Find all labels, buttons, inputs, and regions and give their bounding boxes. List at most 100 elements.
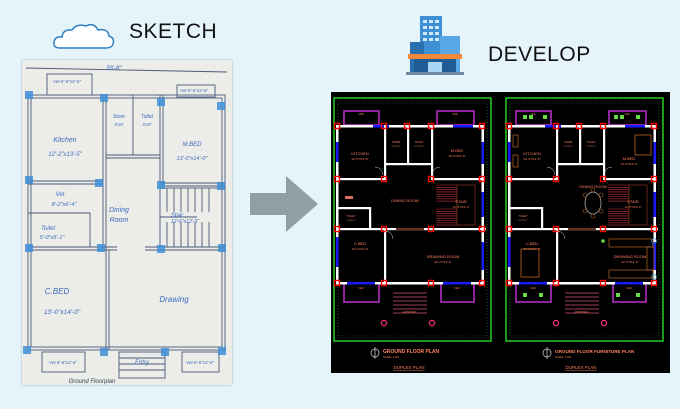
label-veranda: VER <box>454 287 459 290</box>
column <box>575 122 583 130</box>
column-footing <box>428 319 436 327</box>
landscape-hatch <box>337 102 488 337</box>
column <box>380 225 388 233</box>
dining-chair <box>590 187 596 193</box>
wall <box>556 125 559 180</box>
label-stair-size: 12'-6"X12'-3" <box>624 205 641 209</box>
column-marker <box>218 347 226 355</box>
sink <box>345 196 353 199</box>
column-marker <box>157 98 165 106</box>
wall <box>336 282 484 285</box>
column <box>505 225 513 233</box>
column <box>427 279 435 287</box>
label-veranda: Vet 8'-6"x3'-6" <box>180 88 208 93</box>
plant <box>614 115 618 119</box>
label-entryway: ENTRYWAY <box>403 311 417 314</box>
label-veranda: Vet 8'-6"x3'-6" <box>53 79 81 84</box>
label-drawing: Drawing <box>159 295 189 304</box>
column <box>427 175 435 183</box>
window <box>653 242 656 270</box>
window <box>508 142 511 162</box>
plan-title: GROUND FLOOR FURNITURE PLAN <box>555 349 635 354</box>
plant <box>543 115 547 119</box>
plant <box>636 115 640 119</box>
column <box>599 225 607 233</box>
door-opening <box>568 228 596 231</box>
label-veranda-size: 8'-2"x6'-4" <box>52 202 78 208</box>
column-marker <box>161 348 169 356</box>
label-stair-size: 12'-6"x12'-3" <box>171 219 199 225</box>
develop-heading: DEVELOP <box>488 43 591 66</box>
label-toilet-size: 5'x9' <box>143 122 152 127</box>
stair-landing <box>628 184 648 226</box>
building-icon <box>406 16 464 75</box>
landscape-hatch <box>509 102 660 337</box>
label-store-size: 5'-0"X9'-0" <box>563 146 573 148</box>
wall <box>336 207 371 210</box>
column <box>333 122 341 130</box>
label-cbed: C.BED <box>526 241 538 246</box>
column-marker <box>100 94 108 102</box>
column-marker <box>25 244 33 252</box>
door-swing <box>431 166 441 176</box>
label-dining: Room <box>110 217 129 224</box>
veranda <box>181 351 220 373</box>
label-store: Store <box>113 114 125 120</box>
label-mbed-size: 13'-0"X14'-0" <box>448 154 465 158</box>
label-cbed-size: 13'-0"X14'-0" <box>523 247 540 251</box>
column-marker <box>97 244 105 252</box>
column <box>599 279 607 287</box>
label-stair: STAIR <box>455 199 467 204</box>
plan-subtitle: DUPLEX PLAN <box>393 365 424 370</box>
column-marker <box>217 102 225 110</box>
label-veranda: VER <box>358 287 363 290</box>
column <box>333 225 341 233</box>
label-kitchen: KITCHEN <box>523 151 541 156</box>
plant <box>616 293 620 297</box>
label-drawing-room-size: 22'-2"X14'-0" <box>434 260 451 264</box>
lamp <box>651 238 657 244</box>
column-marker <box>218 244 226 252</box>
label-entryway: ENTRYWAY <box>575 311 589 314</box>
label-veranda: Vet 8'-6"x3'-6" <box>49 360 77 365</box>
door-swing <box>556 230 566 240</box>
wall <box>384 228 387 283</box>
dimension-label: 33'-8" <box>106 66 121 72</box>
column-marker <box>25 91 33 99</box>
plan-scale: SCALE: 1:100 <box>383 356 399 359</box>
column <box>478 122 486 130</box>
stair-outline <box>159 187 226 248</box>
column <box>650 122 658 130</box>
wall <box>603 125 606 180</box>
column <box>403 122 411 130</box>
label-veranda: VER <box>452 113 457 116</box>
column-footing <box>600 319 608 327</box>
label-entry: Entry <box>135 360 150 366</box>
caption-ground-floorplan: Ground Floorplan <box>69 379 116 385</box>
bed <box>634 134 652 156</box>
wall <box>431 125 434 180</box>
label-store: STORE <box>564 141 573 144</box>
column <box>552 122 560 130</box>
wall <box>336 125 339 284</box>
window <box>625 125 645 128</box>
arrow-right-icon <box>250 176 318 232</box>
label-dining: Dining <box>109 207 129 214</box>
label-store: STORE <box>392 141 401 144</box>
window <box>481 192 484 217</box>
cad-panel-furniture-plan: KITCHEN12'-2"X13'-5"STORE5'-0"X9'-0"TOIL… <box>505 97 664 370</box>
label-mbed: M.BED <box>182 142 202 148</box>
column-marker <box>23 346 31 354</box>
label-store-size: 5'x9' <box>115 122 124 127</box>
sofa <box>608 269 654 279</box>
door-swing <box>603 166 613 176</box>
wall <box>384 125 387 180</box>
label-toilet-size: 5'-0"X9'-0" <box>586 146 596 148</box>
column <box>599 122 607 130</box>
column-marker <box>100 348 108 356</box>
plant <box>523 293 527 297</box>
label-toilet: TOILET <box>347 215 356 218</box>
label-dining-room: DINING ROOM <box>579 184 607 189</box>
label-mbed-size: 13'-0"x14'-0" <box>177 156 209 162</box>
